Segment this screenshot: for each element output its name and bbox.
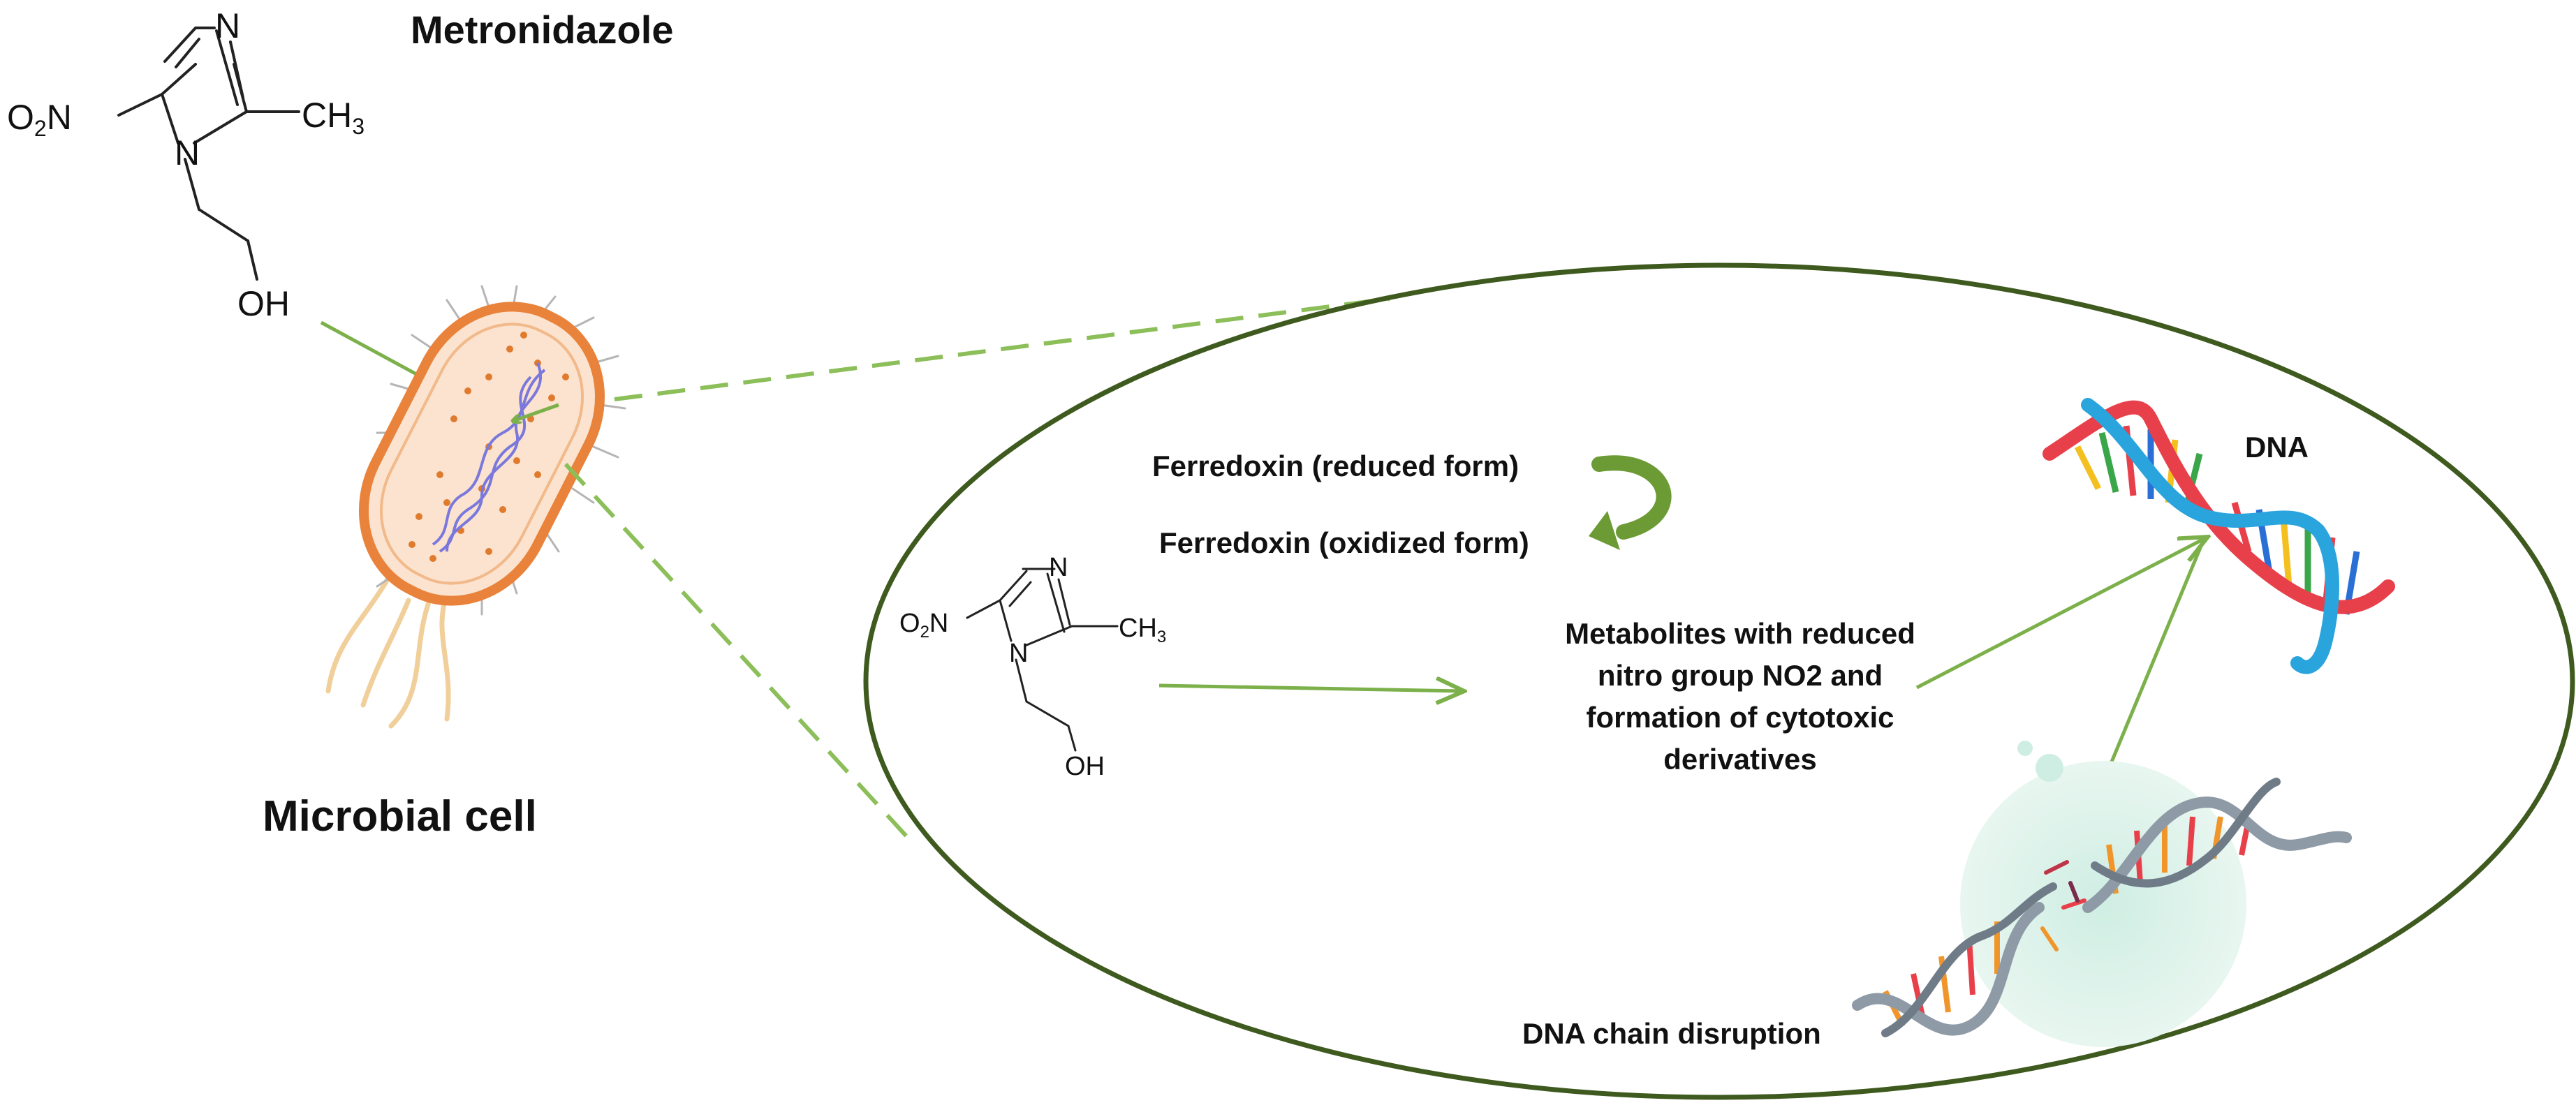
metronidazole-structure-small: N N O2N CH3 OH xyxy=(899,553,1166,781)
broken-strand-gray-right xyxy=(2082,796,2352,913)
title: Metronidazole xyxy=(411,8,673,52)
cell-dots xyxy=(409,332,569,562)
arrow-metabolites-to-dna xyxy=(1915,538,2207,690)
dna-fragments xyxy=(2040,860,2086,951)
mol-small-nitro: O2N xyxy=(899,609,948,642)
metabolites-text: Metabolites with reduced nitro group NO2… xyxy=(1565,617,1915,776)
mol-large-n1: N xyxy=(175,133,200,172)
metabolites-line-2: nitro group NO2 and xyxy=(1598,659,1883,692)
ferredoxin-reduced-label: Ferredoxin (reduced form) xyxy=(1152,450,1519,482)
redox-cycle-arrow xyxy=(1589,455,1672,550)
dna-label: DNA xyxy=(2245,431,2309,464)
broken-strand-gray-left xyxy=(1852,902,2045,1036)
mol-small-n3: N xyxy=(1049,553,1068,582)
mol-small-hydroxyl: OH xyxy=(1065,752,1105,781)
arrow-into-nucleoid xyxy=(513,403,559,421)
mol-large-hydroxyl: OH xyxy=(237,284,290,323)
zoom-line-bottom xyxy=(564,462,910,840)
cell-wall xyxy=(358,302,605,606)
mol-large-methyl: CH3 xyxy=(302,96,365,139)
mol-large-n3: N xyxy=(215,6,240,45)
broken-strand-gray-left-2 xyxy=(1881,882,2057,1037)
disruption-halo xyxy=(1960,761,2246,1047)
flagella xyxy=(325,577,451,729)
mol-small-n1: N xyxy=(1009,639,1028,668)
metabolites-line-3: formation of cytotoxic xyxy=(1586,701,1894,734)
arrow-drug-to-metabolites xyxy=(1158,686,1463,691)
halo-bubble-1 xyxy=(2036,754,2063,782)
dna-disruption-label: DNA chain disruption xyxy=(1522,1017,1821,1050)
nucleoid-dna xyxy=(432,362,546,553)
mol-small-methyl: CH3 xyxy=(1119,614,1166,646)
ferredoxin-oxidized-label: Ferredoxin (oxidized form) xyxy=(1159,526,1529,559)
zoom-ellipse xyxy=(863,262,2575,1100)
halo-bubble-2 xyxy=(2017,741,2033,756)
dna-strand-blue xyxy=(2081,398,2339,674)
dna-helix-intact xyxy=(2043,398,2395,674)
dna-disrupted xyxy=(1852,741,2352,1047)
microbial-cell xyxy=(325,285,626,729)
microbial-cell-label: Microbial cell xyxy=(263,792,537,840)
mol-large-nitro: O2N xyxy=(7,98,72,141)
broken-strand-gray-right-2 xyxy=(2091,778,2281,888)
metabolites-line-4: derivatives xyxy=(1663,743,1816,776)
zoom-line-top xyxy=(614,297,1390,401)
metronidazole-structure-large: N N O2N CH3 OH xyxy=(7,6,365,323)
metabolites-line-1: Metabolites with reduced xyxy=(1565,617,1915,650)
